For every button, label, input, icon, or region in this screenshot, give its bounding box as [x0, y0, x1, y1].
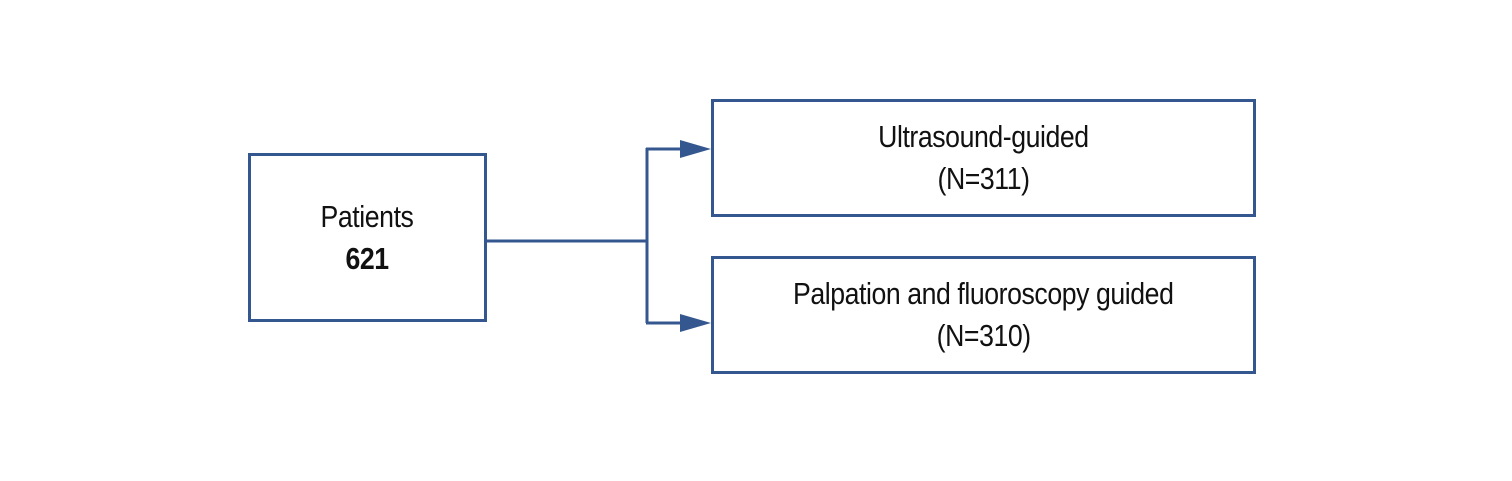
ultrasound-guided-box: Ultrasound-guided (N=311) — [711, 99, 1256, 217]
palpation-fluoroscopy-count: (N=310) — [936, 318, 1031, 353]
palpation-fluoroscopy-box: Palpation and fluoroscopy guided (N=310) — [711, 256, 1256, 374]
patients-box: Patients 621 — [248, 153, 487, 322]
ultrasound-guided-count: (N=311) — [937, 161, 1030, 196]
arrowhead-ultrasound — [680, 140, 711, 158]
patients-label: Patients — [321, 198, 414, 234]
palpation-fluoroscopy-label: Palpation and fluoroscopy guided — [793, 276, 1174, 311]
arrowhead-palpation — [680, 314, 711, 332]
patients-count: 621 — [345, 240, 390, 276]
ultrasound-guided-label: Ultrasound-guided — [878, 119, 1089, 154]
